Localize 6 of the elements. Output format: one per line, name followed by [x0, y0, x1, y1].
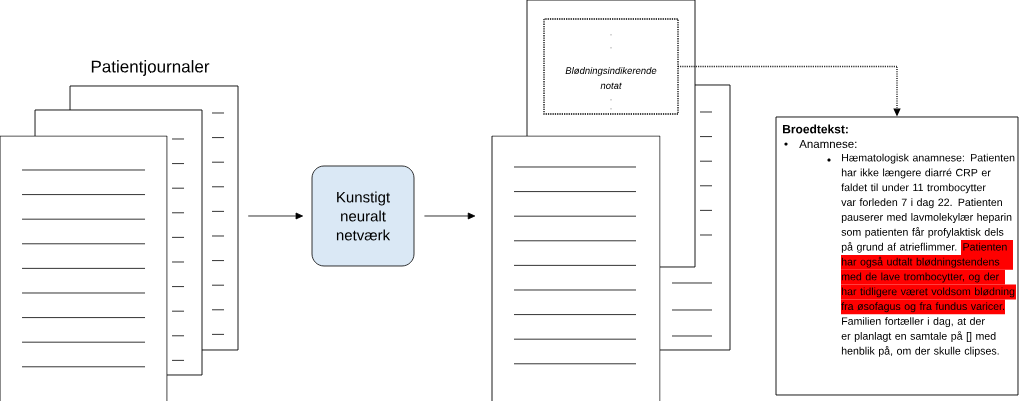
arrow — [424, 212, 476, 220]
process-box: Kunstigt neuralt netværk — [311, 165, 415, 267]
arrow — [247, 212, 303, 220]
stack-title: Patientjournaler — [91, 60, 210, 76]
text-box: Broedtekst: Anamnese: Hæmatologisk anamnese: Patienten har ikke længere diarré CRP er faldet til under 11 trombocytter var forleden 7 i dag 22. Patienten pauserer med lavmolekylær heparin som patienten får profylaktisk dels på grund af atrieflimmer. Patienten har også udtalt blødningstendens med de lave trombocytter, og der har tidligere været voldsom blødning fra øsofagus og fra fundus varicer. Familien fortæller i dag, at der er planlagt en samtale på [] med henblik på, om der skulle clipses. — [775, 116, 1019, 396]
document-stack-drawing — [491, 0, 731, 401]
